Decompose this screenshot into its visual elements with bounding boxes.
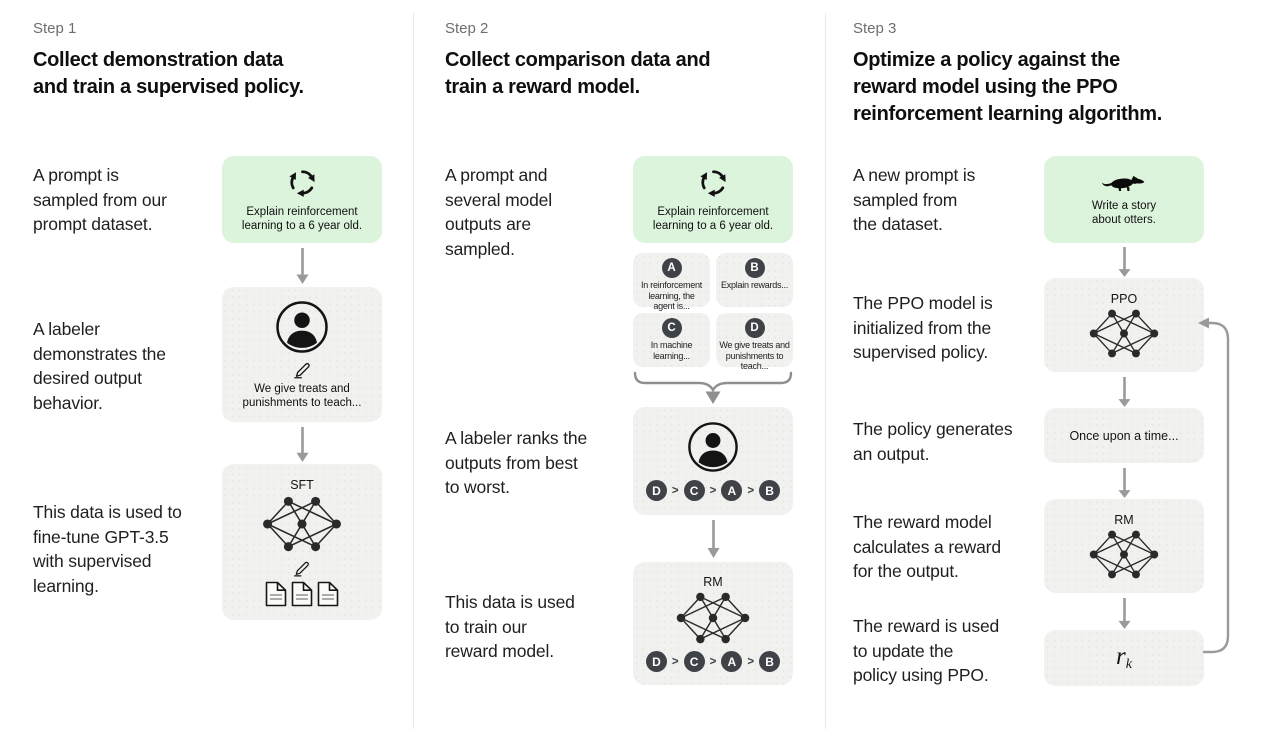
- down-arrow-icon: [296, 427, 309, 462]
- step1-prompt-box: Explain reinforcement learning to a 6 ye…: [222, 156, 382, 243]
- step2-rm-box: RM D > C > A > B: [633, 562, 793, 685]
- step2-prompt-annotation: A prompt and several model outputs are s…: [445, 165, 552, 259]
- step1-sft-box: SFT: [222, 464, 382, 620]
- document-icon: [317, 581, 339, 607]
- rank-separator: >: [747, 655, 755, 668]
- step3-rm-box: RM: [1044, 499, 1204, 593]
- step2-training-annotation: This data is used to train our reward mo…: [445, 592, 575, 661]
- output-text: Explain rewards...: [720, 280, 789, 290]
- rm-label: RM: [1114, 512, 1134, 527]
- column-divider: [413, 13, 414, 729]
- step1-labeler-annotation: A labeler demonstrates the desired outpu…: [33, 319, 166, 413]
- output-letter-badge: B: [744, 258, 765, 278]
- step3-prompt-annotation: A new prompt is sampled from the dataset…: [853, 165, 976, 234]
- rank-letter-badge: C: [683, 651, 705, 672]
- step3-title: Optimize a policy against the reward mod…: [853, 49, 1163, 125]
- network-icon: [674, 591, 752, 645]
- rank-separator: >: [709, 655, 717, 668]
- output-letter-badge: C: [661, 318, 682, 338]
- reward-symbol: rk: [1116, 643, 1132, 673]
- output-letter-badge: D: [744, 318, 765, 338]
- person-icon: [687, 421, 739, 473]
- cycle-icon: [286, 166, 319, 199]
- step1-prompt-annotation: A prompt is sampled from our prompt data…: [33, 165, 167, 234]
- model-output-box: B Explain rewards...: [716, 253, 793, 307]
- documents-icon: [265, 581, 339, 607]
- output-text: In reinforcement learning, the agent is.…: [640, 280, 703, 311]
- network-icon: [260, 495, 344, 553]
- reward-symbol-base: r: [1116, 642, 1126, 670]
- step3-label: Step 3: [853, 20, 897, 37]
- rank-letter-badge: B: [759, 651, 781, 672]
- step1-labeler-box-text: We give treats and punishments to teach.…: [242, 382, 362, 409]
- down-arrow-icon: [1118, 468, 1131, 498]
- step3-reward-value-box: rk: [1044, 630, 1204, 686]
- document-icon: [265, 581, 287, 607]
- step1-label: Step 1: [33, 20, 77, 37]
- down-arrow-icon: [1118, 247, 1131, 277]
- step2-labeler-box: D > C > A > B: [633, 407, 793, 515]
- person-icon: [275, 300, 329, 354]
- network-icon: [1087, 529, 1161, 580]
- down-arrow-icon: [1118, 598, 1131, 629]
- column-divider: [825, 13, 826, 729]
- output-letter-badge: A: [661, 258, 682, 278]
- step2-label: Step 2: [445, 20, 489, 37]
- ranking-row: D > C > A > B: [645, 651, 781, 672]
- step3-prompt-box: Write a story about otters.: [1044, 156, 1204, 243]
- step3-update-annotation: The reward is used to update the policy …: [853, 616, 1000, 685]
- rank-separator: >: [671, 655, 679, 668]
- rank-separator: >: [747, 484, 755, 497]
- rank-letter-badge: A: [721, 480, 743, 501]
- ppo-label: PPO: [1110, 291, 1138, 306]
- policy-output-text: Once upon a time...: [1069, 428, 1179, 443]
- step2-prompt-box-text: Explain reinforcement learning to a 6 ye…: [652, 206, 774, 232]
- rank-separator: >: [709, 484, 717, 497]
- step2-prompt-box: Explain reinforcement learning to a 6 ye…: [633, 156, 793, 243]
- rank-separator: >: [671, 484, 679, 497]
- feedback-loop-arrow-icon: [1198, 317, 1230, 654]
- rank-letter-badge: A: [721, 651, 743, 672]
- pencil-icon: [292, 557, 312, 577]
- rank-letter-badge: D: [645, 480, 667, 501]
- down-arrow-icon: [296, 248, 309, 284]
- otter-icon: [1101, 173, 1147, 193]
- down-arrow-icon: [1118, 377, 1131, 407]
- step1-title: Collect demonstration data and train a s…: [33, 49, 304, 98]
- network-icon: [1087, 308, 1161, 359]
- step3-prompt-box-text: Write a story about otters.: [1091, 199, 1157, 226]
- step3-output-box: Once upon a time...: [1044, 408, 1204, 463]
- brace-arrow-icon: [633, 371, 793, 404]
- sft-label: SFT: [290, 477, 314, 492]
- ranking-row: D > C > A > B: [645, 480, 781, 501]
- down-arrow-icon: [707, 520, 720, 558]
- pencil-icon: [292, 358, 313, 379]
- step2-ranking-annotation: A labeler ranks the outputs from best to…: [445, 428, 588, 497]
- rank-letter-badge: C: [683, 480, 705, 501]
- step1-labeler-box: We give treats and punishments to teach.…: [222, 287, 382, 422]
- document-icon: [291, 581, 313, 607]
- rank-letter-badge: B: [759, 480, 781, 501]
- step1-finetune-annotation: This data is used to fine-tune GPT-3.5 w…: [33, 502, 182, 596]
- step3-init-annotation: The PPO model is initialized from the su…: [853, 293, 993, 362]
- reward-symbol-sub: k: [1125, 657, 1132, 673]
- step3-ppo-box: PPO: [1044, 278, 1204, 372]
- rm-label: RM: [703, 575, 723, 589]
- cycle-icon: [697, 166, 730, 199]
- output-text: We give treats and punishments to teach.…: [719, 340, 790, 371]
- step1-prompt-box-text: Explain reinforcement learning to a 6 ye…: [241, 206, 363, 232]
- step3-output-annotation: The policy generates an output.: [853, 419, 1013, 464]
- step2-title: Collect comparison data and train a rewa…: [445, 49, 711, 98]
- rank-letter-badge: D: [645, 651, 667, 672]
- step3-reward-annotation: The reward model calculates a reward for…: [853, 512, 1001, 581]
- output-text: In machine learning...: [650, 340, 693, 361]
